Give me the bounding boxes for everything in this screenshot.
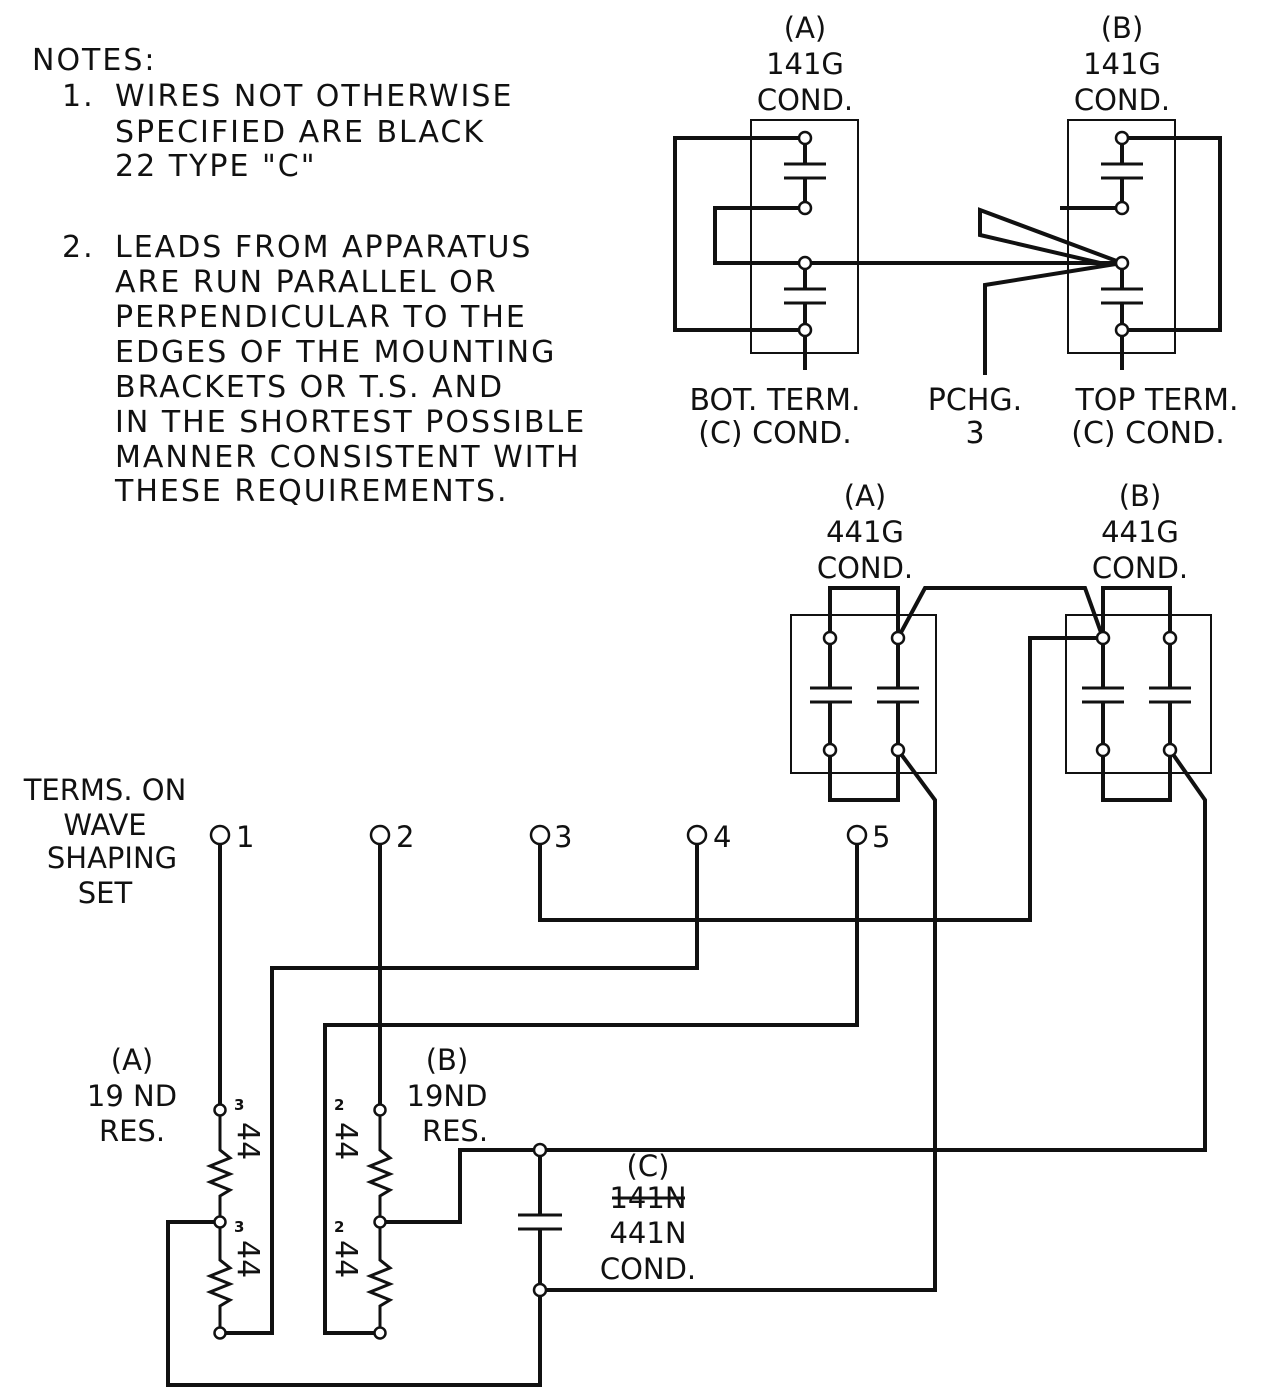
- pchg-line-1: PCHG.: [928, 383, 1022, 418]
- cond-441g-b-letter: (B): [1119, 479, 1162, 513]
- note-2-line-6: IN THE SHORTEST POSSIBLE: [115, 405, 586, 440]
- note-2-line-7: MANNER CONSISTENT WITH: [115, 440, 581, 475]
- cond-141g-b-code: 141G: [1083, 47, 1161, 81]
- cond-141g-b-word: COND.: [1074, 83, 1170, 117]
- terminal-4-label: 4: [713, 820, 731, 854]
- terminal-wiring: [166, 845, 859, 1387]
- cond-141g-a-label: (A) 141G COND.: [757, 11, 853, 117]
- cond-141g-a-word: COND.: [757, 83, 853, 117]
- res-b-value-bottom: 44: [328, 1240, 363, 1278]
- cond-141g-b-capacitors: [1101, 138, 1143, 330]
- res-a-value-top: 44: [230, 1122, 265, 1160]
- res-a-mark-top: 3: [234, 1096, 244, 1114]
- cond-c-label: (C) 141N 441N COND.: [600, 1149, 696, 1286]
- top-term-line-2: (C) COND.: [1071, 416, 1225, 451]
- note-2-number: 2.: [62, 230, 95, 265]
- cond-441g-b-capacitors: [1082, 638, 1191, 750]
- cond-c-word: COND.: [600, 1252, 696, 1286]
- cond-441g-b-label: (B) 441G COND.: [1092, 479, 1188, 585]
- cond-141g-b-letter: (B): [1101, 11, 1144, 45]
- terminal-5-label: 5: [872, 820, 890, 854]
- cond-441g-b-word: COND.: [1092, 551, 1188, 585]
- bot-term-label: BOT. TERM. (C) COND.: [689, 383, 860, 451]
- cond-441g-a-capacitors: [810, 638, 919, 750]
- top-term-label: TOP TERM. (C) COND.: [1071, 383, 1238, 451]
- cond-141g-terminals: [797, 130, 1130, 338]
- terms-label-line-4: SET: [78, 876, 133, 910]
- cond-141g-wiring: [673, 136, 1222, 375]
- note-1-number: 1.: [62, 79, 95, 114]
- top-term-line-1: TOP TERM.: [1074, 383, 1238, 418]
- cond-441g-b-code: 441G: [1101, 515, 1179, 549]
- cond-441g-a-bracket: [790, 614, 937, 774]
- res-a-code: 19 ND: [87, 1079, 177, 1113]
- pchg-label: PCHG. 3: [928, 383, 1022, 451]
- res-b-element: 2 2 44 44: [328, 1096, 395, 1340]
- bot-term-line-2: (C) COND.: [698, 416, 852, 451]
- cond-c-element: [518, 1142, 562, 1298]
- cond-441g-a-letter: (A): [844, 479, 886, 513]
- terminal-2-label: 2: [396, 820, 414, 854]
- terminal-3-label: 3: [554, 820, 572, 854]
- cond-441g-terminals: [822, 630, 1178, 758]
- res-b-value-top: 44: [328, 1122, 363, 1160]
- res-b-letter: (B): [426, 1043, 469, 1077]
- cond-c-code: 441N: [609, 1216, 686, 1250]
- note-2-line-2: ARE RUN PARALLEL OR: [115, 265, 498, 300]
- notes-heading: NOTES:: [32, 43, 157, 78]
- terms-label-line-2: WAVE: [63, 808, 146, 842]
- cond-441g-b-bracket: [1065, 614, 1212, 774]
- cond-141g-a-code: 141G: [766, 47, 844, 81]
- cond-c-letter: (C): [627, 1149, 670, 1183]
- res-b-mark-bottom: 2: [334, 1218, 344, 1236]
- terminal-1: 1: [209, 820, 254, 854]
- terms-label-line-3: SHAPING: [47, 841, 177, 875]
- terminal-4: 4: [686, 820, 731, 854]
- cond-441g-a-label: (A) 441G COND.: [817, 479, 913, 585]
- res-a-value-bottom: 44: [230, 1240, 265, 1278]
- bot-term-line-1: BOT. TERM.: [689, 383, 860, 418]
- notes-block: NOTES: 1. WIRES NOT OTHERWISE SPECIFIED …: [32, 43, 586, 509]
- note-2-line-8: THESE REQUIREMENTS.: [114, 474, 509, 509]
- cond-441g-a-code: 441G: [826, 515, 904, 549]
- note-1-line-3: 22 TYPE "C": [115, 149, 317, 184]
- note-2-line-5: BRACKETS OR T.S. AND: [115, 370, 504, 405]
- terminal-3: 3: [529, 820, 572, 854]
- note-1-line-1: WIRES NOT OTHERWISE: [115, 79, 513, 114]
- res-a-mark-bottom: 3: [234, 1218, 244, 1236]
- terminal-1-label: 1: [236, 820, 254, 854]
- note-2-line-3: PERPENDICULAR TO THE: [115, 300, 527, 335]
- cond-141g-a-letter: (A): [784, 11, 826, 45]
- note-2-line-1: LEADS FROM APPARATUS: [115, 230, 532, 265]
- res-b-label: (B) 19ND RES.: [407, 1043, 489, 1148]
- cond-441g-a-word: COND.: [817, 551, 913, 585]
- res-a-label: (A) 19 ND RES.: [87, 1043, 177, 1148]
- cond-141g-a-capacitors: [784, 138, 826, 330]
- note-1-line-2: SPECIFIED ARE BLACK: [115, 115, 485, 150]
- res-a-letter: (A): [111, 1043, 153, 1077]
- terminal-2: 2: [369, 820, 414, 854]
- pchg-line-2: 3: [965, 416, 984, 451]
- res-a-word: RES.: [99, 1114, 165, 1148]
- cond-141g-b-label: (B) 141G COND.: [1074, 11, 1170, 117]
- res-b-word: RES.: [422, 1114, 488, 1148]
- res-b-mark-top: 2: [334, 1096, 344, 1114]
- terms-on-wave-shaping-set-label: TERMS. ON WAVE SHAPING SET: [23, 773, 187, 910]
- note-2-line-4: EDGES OF THE MOUNTING: [115, 335, 556, 370]
- res-a-element: 3 3 44 44: [205, 1096, 265, 1340]
- res-b-code: 19ND: [407, 1079, 488, 1113]
- terminal-5: 5: [846, 820, 890, 854]
- terms-label-line-1: TERMS. ON: [23, 773, 187, 807]
- cond-441g-wiring: [380, 586, 1207, 1292]
